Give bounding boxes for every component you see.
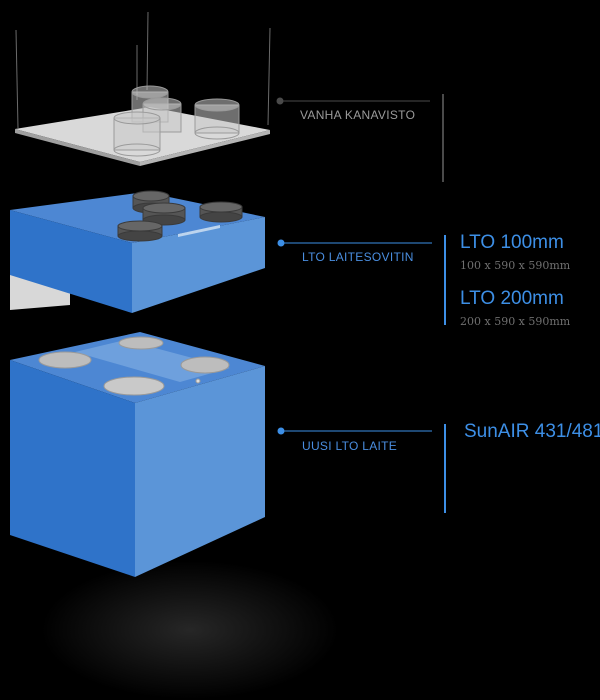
adapter-connector: [277, 235, 446, 325]
adapter-spec-title-100: LTO 100mm: [460, 232, 564, 253]
adapter-spec-size-200: 200 x 590 x 590mm: [460, 315, 571, 328]
hanging-wires: [15, 11, 271, 129]
new-unit-openings: [38, 336, 230, 396]
old-duct-label: VANHA KANAVISTO: [300, 108, 416, 122]
connector-lines: [276, 94, 444, 182]
new-unit-label: UUSI LTO LAITE: [302, 439, 398, 453]
adapter-spec-size-100: 100 x 590 x 590mm: [460, 259, 571, 272]
adapter-collars: [117, 190, 243, 242]
adapter-label: LTO LAITESOVITIN: [302, 250, 414, 264]
floor-glow: [40, 560, 340, 700]
new-unit-model: SunAIR 431/481: [464, 421, 600, 442]
new-unit-box: [10, 332, 265, 577]
adapter-spec-title-200: LTO 200mm: [460, 288, 564, 309]
adapter-box: [10, 192, 265, 313]
new-unit-connector: [277, 424, 446, 513]
old-ducts: [113, 85, 240, 157]
